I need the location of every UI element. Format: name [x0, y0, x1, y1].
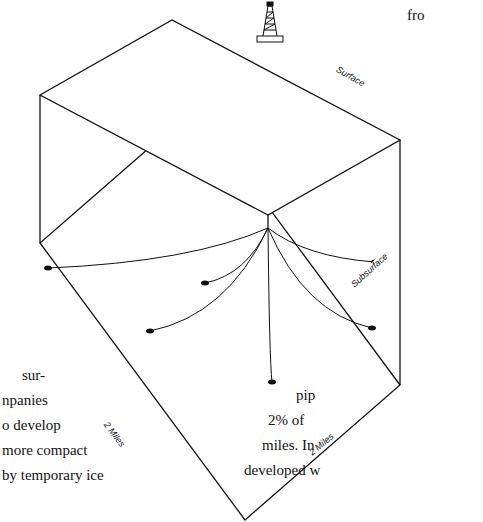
well-path	[268, 228, 272, 382]
target-dot	[201, 281, 209, 286]
well-path	[48, 228, 268, 268]
well-path	[268, 228, 375, 262]
body-text: miles. In	[262, 438, 315, 453]
well-path	[205, 228, 268, 283]
target-dot	[368, 326, 376, 331]
body-text: fro	[407, 8, 425, 23]
well-path	[150, 228, 268, 331]
target-dot	[44, 266, 52, 271]
target-dot	[268, 380, 276, 385]
well-paths	[44, 228, 379, 385]
target-dot	[146, 329, 154, 334]
surface-plane	[40, 20, 400, 215]
body-text: 2% of	[268, 413, 304, 428]
wall-edge	[399, 140, 400, 385]
plane-label: Subsurface	[349, 251, 390, 289]
wall-edge	[267, 215, 268, 228]
dimension: 2 Miles	[101, 420, 127, 450]
body-text: pip	[296, 388, 315, 403]
plane-label: Surface	[334, 65, 367, 89]
body-text: o develop	[2, 418, 61, 433]
wall-edge	[39, 95, 40, 243]
drilling-rig	[257, 2, 283, 42]
body-text: npanies	[2, 393, 48, 408]
body-text: more compact	[2, 443, 87, 458]
body-text: sur-	[22, 368, 45, 383]
body-text: by temporary ice	[2, 468, 104, 483]
body-text: developed w	[244, 463, 320, 478]
